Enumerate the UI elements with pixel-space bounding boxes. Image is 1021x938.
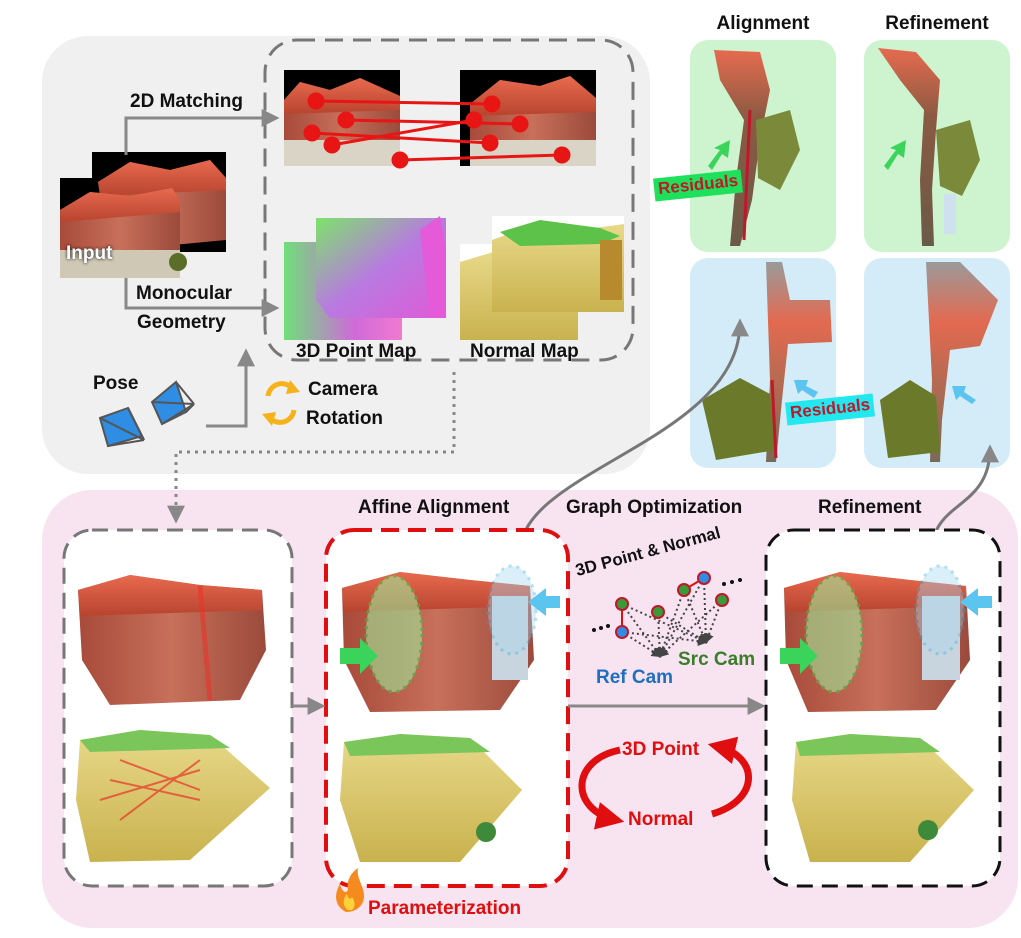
point-normal-graph (592, 571, 742, 658)
label-cycle-point: 3D Point (622, 739, 700, 760)
label-rotation: Rotation (306, 408, 384, 429)
dotted-connector (167, 372, 456, 524)
match-lines (303, 92, 571, 169)
alignment-blue-visual (702, 262, 832, 462)
green-arrow-icon (708, 140, 730, 170)
fire-icon (336, 868, 364, 912)
refine-building-visual (784, 564, 970, 712)
label-monocular: Monocular (136, 283, 233, 304)
refinement-blue-visual (880, 262, 998, 462)
green-arrow-icon (884, 140, 906, 170)
input-image-stack (60, 152, 226, 278)
label-camera: Camera (308, 379, 378, 400)
green-arrow-icon (340, 638, 378, 674)
green-arrow-icon (780, 638, 818, 674)
refinement-green-panel (864, 40, 1010, 252)
camera-frustum-icon (98, 380, 195, 448)
label-2d-matching: 2D Matching (130, 91, 243, 112)
affine-building-visual (342, 564, 538, 712)
label-alignment: Alignment (716, 13, 810, 34)
label-refinement-top: Refinement (885, 13, 989, 34)
label-pose: Pose (93, 373, 139, 394)
refine-normal-visual (792, 734, 974, 862)
blue-arrow-icon (952, 386, 976, 404)
curve-to-alignment (518, 318, 749, 553)
blue-arrow-icon (528, 588, 560, 616)
rotation-icon (262, 380, 300, 426)
refinement-green-visual (878, 48, 980, 246)
blue-arrow-icon (794, 380, 818, 398)
blue-arrow-icon (960, 588, 992, 616)
point-map-stack (284, 216, 446, 340)
label-cycle-normal: Normal (628, 809, 694, 830)
label-affine-alignment: Affine Alignment (358, 497, 510, 518)
label-normal-map: Normal Map (470, 341, 579, 362)
label-point-map: 3D Point Map (296, 341, 417, 362)
initial-building-visual (78, 575, 266, 705)
label-parameterization: Parameterization (368, 898, 522, 919)
affine-normal-visual (340, 734, 522, 862)
normal-map-stack (460, 216, 624, 340)
label-ref-cam: Ref Cam (596, 667, 674, 688)
label-src-cam: Src Cam (678, 649, 756, 670)
label-graph-optimization: Graph Optimization (566, 497, 743, 518)
label-geometry: Geometry (137, 312, 226, 333)
matching-image-right (460, 70, 596, 166)
alignment-green-visual (714, 50, 800, 246)
matching-dashed-box (263, 38, 635, 362)
initial-normal-visual (76, 730, 270, 862)
point-normal-cycle (578, 736, 752, 830)
label-refinement-bottom: Refinement (818, 497, 922, 518)
top-flow-arrows (124, 109, 280, 428)
label-input: Input (66, 243, 113, 264)
